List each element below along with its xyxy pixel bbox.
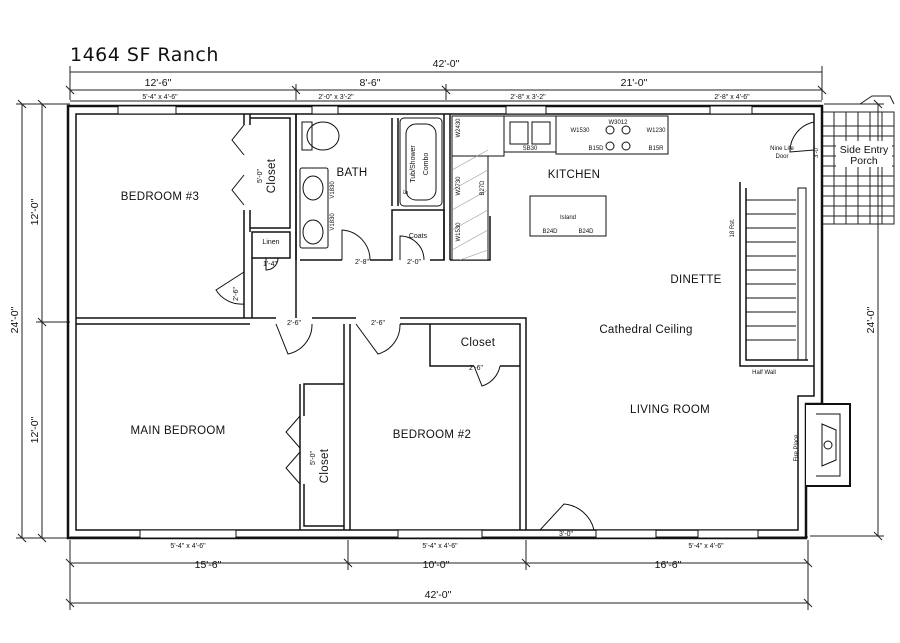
vanity-label-1: V1830 — [330, 181, 336, 199]
bottom-seg-1: 15'-6" — [195, 559, 222, 571]
stairs-label: 18 Rst. — [730, 218, 736, 237]
top-window-1: 5'-4" x 4'-6" — [142, 94, 178, 101]
wall-cab-3: W1530 — [456, 222, 462, 242]
tub-combo-label: Combo — [423, 153, 430, 176]
island-base-1: B24D — [542, 229, 558, 235]
sink-base-label: SB30 — [523, 146, 538, 152]
base-cab-b27d: B27D — [480, 180, 486, 196]
interior-walls — [76, 114, 814, 530]
wall-cab-2: W2730 — [456, 176, 462, 196]
vanity-label-2: V1830 — [330, 213, 336, 231]
left-bottom-dim: 12'-0" — [29, 416, 41, 443]
top-window-4: 2'-8" x 4'-6" — [714, 94, 750, 101]
base-cab-range: B15D — [588, 146, 604, 152]
cathedral-ceiling-label: Cathedral Ceiling — [599, 324, 692, 336]
nine-lite-door-label-2: Door — [775, 154, 788, 160]
windows — [117, 105, 759, 539]
bottom-window-3: 5'-4" x 4'-6" — [688, 543, 724, 550]
closet-main-size: 5'-0" — [310, 451, 317, 465]
room-kitchen: KITCHEN — [548, 169, 601, 181]
upper-cab-2: W3012 — [608, 120, 628, 126]
bath-fixtures — [299, 117, 443, 249]
nine-lite-door-label: Nine Lite — [770, 146, 794, 152]
b2-door-size: 2'-6" — [371, 320, 385, 327]
closet-b3-size: 5'-0" — [257, 169, 264, 183]
top-seg-2: 8'-6" — [360, 77, 381, 89]
linen-label: Linen — [262, 239, 279, 246]
plan-title: 1464 SF Ranch — [70, 44, 219, 66]
kitchen-hatch — [451, 149, 489, 261]
island-label: Island — [560, 215, 576, 221]
b3-door-size: 2'-6" — [233, 287, 240, 301]
tub-size-label: 5' — [404, 190, 410, 194]
entry-door-size: 3'-0" — [559, 531, 573, 538]
porch-door-size: 3'-0" — [814, 146, 820, 158]
left-overall-dim: 24'-0" — [9, 306, 21, 333]
top-seg-3: 21'-0" — [621, 77, 648, 89]
bottom-window-2: 5'-4" x 4'-6" — [422, 543, 458, 550]
room-living-room: LIVING ROOM — [630, 404, 710, 416]
base-cab-b15r: B15R — [648, 146, 664, 152]
closet-main-label: Closet — [319, 448, 331, 483]
top-window-2: 2'-0" x 3'-2" — [318, 94, 354, 101]
fireplace — [806, 403, 851, 487]
closet-doors-main — [285, 415, 301, 485]
b2-closet-door-size: 2'-6" — [469, 365, 483, 372]
porch-label-bg — [836, 141, 892, 167]
main-door-size: 2'-6" — [287, 320, 301, 327]
linen-door-size: 1'-4" — [263, 261, 277, 268]
stairs — [746, 187, 807, 361]
porch-label: Side Entry — [840, 144, 889, 156]
door-swings — [215, 121, 815, 531]
room-bedroom-2: BEDROOM #2 — [393, 429, 471, 441]
closet-doors-b3 — [231, 124, 245, 206]
fire-place-label: Fire Place — [794, 434, 800, 462]
half-wall-label: Half Wall — [752, 370, 776, 376]
bottom-overall-dim: 42'-0" — [425, 589, 452, 601]
top-window-3: 2'-8" x 3'-2" — [510, 94, 546, 101]
room-dinette: DINETTE — [670, 274, 721, 286]
right-overall-dim: 24'-0" — [865, 306, 877, 333]
top-overall-dim: 42'-0" — [433, 58, 460, 70]
closet-b2-label: Closet — [461, 337, 496, 349]
coats-door-size: 2'-0" — [407, 259, 421, 266]
coats-label: Coats — [409, 233, 428, 240]
closet-b3-label: Closet — [266, 158, 278, 193]
bottom-seg-2: 10'-0" — [423, 559, 450, 571]
left-top-dim: 12'-0" — [29, 198, 41, 225]
top-seg-1: 12'-6" — [145, 77, 172, 89]
bath-door-size: 2'-8" — [355, 259, 369, 266]
tub-shower-label: Tub/Shower — [410, 145, 417, 183]
room-bath: BATH — [336, 167, 367, 179]
room-bedroom-3: BEDROOM #3 — [121, 191, 199, 203]
exterior-walls — [66, 104, 824, 540]
wall-cab-1: W2430 — [456, 118, 462, 138]
upper-cab-1: W1530 — [570, 128, 590, 134]
bottom-seg-3: 16'-6" — [655, 559, 682, 571]
kitchen-cabinets — [451, 115, 669, 261]
room-main-bedroom: MAIN BEDROOM — [131, 425, 226, 437]
island-base-2: B24D — [578, 229, 594, 235]
porch-label-2: Porch — [850, 155, 878, 167]
upper-cab-3: W1230 — [646, 128, 666, 134]
bottom-window-1: 5'-4" x 4'-6" — [170, 543, 206, 550]
